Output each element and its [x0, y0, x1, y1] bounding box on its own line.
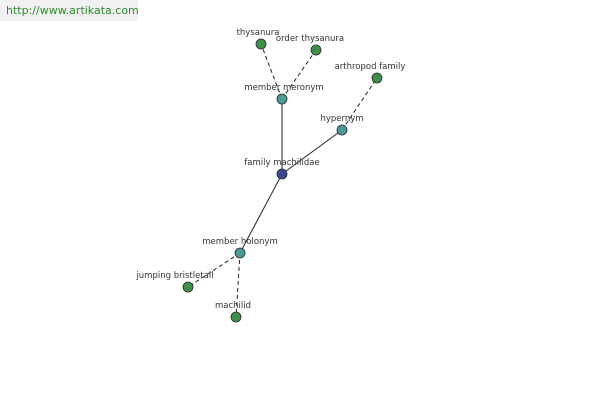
node-center[interactable]: [276, 168, 288, 180]
node-thysanura[interactable]: [255, 38, 267, 50]
node-label-jumping-bristletail[interactable]: jumping bristletail: [135, 271, 213, 281]
nodes-layer: [182, 38, 383, 323]
edge-center-to-hypernym: [281, 129, 343, 175]
edge-member-meronym-to-thysanura: [260, 43, 283, 100]
node-order-thysanura[interactable]: [310, 44, 322, 56]
node-label-member-meronym[interactable]: member meronym: [244, 83, 323, 93]
node-label-machilid[interactable]: machilid: [215, 301, 251, 311]
edge-member-meronym-to-order-thysanura: [281, 49, 317, 100]
edge-member-holonym-to-jumping-bristletail: [187, 252, 241, 288]
edge-center-to-member-holonym: [239, 173, 283, 254]
node-hypernym[interactable]: [336, 124, 348, 136]
node-machilid[interactable]: [230, 311, 242, 323]
node-member-meronym[interactable]: [276, 93, 288, 105]
node-label-arthropod-family[interactable]: arthropod family: [335, 62, 406, 72]
node-label-thysanura[interactable]: thysanura: [237, 28, 280, 38]
watermark-url[interactable]: http://www.artikata.com: [6, 4, 139, 17]
node-label-order-thysanura[interactable]: order thysanura: [276, 34, 344, 44]
node-label-hypernym[interactable]: hypernym: [320, 114, 363, 124]
node-jumping-bristletail[interactable]: [182, 281, 194, 293]
watermark-banner: [0, 0, 138, 21]
node-label-member-holonym[interactable]: member holonym: [202, 237, 277, 247]
edge-member-holonym-to-machilid: [235, 252, 241, 318]
node-label-center[interactable]: family machilidae: [244, 158, 319, 168]
node-member-holonym[interactable]: [234, 247, 246, 259]
node-arthropod-family[interactable]: [371, 72, 383, 84]
edge-hypernym-to-arthropod-family: [341, 77, 378, 131]
labels-layer: family machilidae member meronym hypernym m…: [135, 28, 405, 311]
edges-layer: [187, 43, 378, 318]
